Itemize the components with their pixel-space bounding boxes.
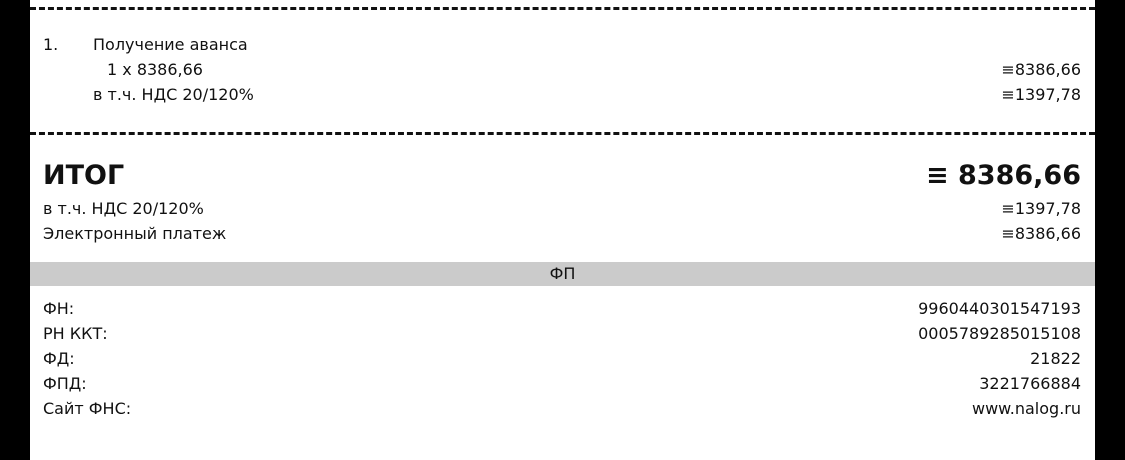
total-label: ИТОГ bbox=[43, 160, 125, 191]
fiscal-row: ФД: 21822 bbox=[43, 348, 1081, 370]
fiscal-value: 3221766884 bbox=[979, 374, 1081, 393]
fiscal-row: ФПД: 3221766884 bbox=[43, 373, 1081, 395]
fiscal-label: РН ККТ: bbox=[43, 324, 108, 343]
item-amount: ≡8386,66 bbox=[1001, 60, 1081, 79]
item-vat-label: в т.ч. НДС 20/120% bbox=[93, 85, 254, 104]
receipt-paper: 1. Получение аванса 1 x 8386,66 ≡8386,66… bbox=[30, 0, 1095, 460]
item-qty-price: 1 x 8386,66 bbox=[107, 60, 203, 79]
fiscal-value: 9960440301547193 bbox=[918, 299, 1081, 318]
fiscal-row: РН ККТ: 0005789285015108 bbox=[43, 323, 1081, 345]
total-vat-amount: ≡1397,78 bbox=[1001, 199, 1081, 218]
fiscal-label: ФПД: bbox=[43, 374, 87, 393]
fiscal-row: Сайт ФНС: www.nalog.ru bbox=[43, 398, 1081, 420]
fiscal-label: ФД: bbox=[43, 349, 75, 368]
fp-section-header: ФП bbox=[30, 262, 1095, 286]
item-number: 1. bbox=[43, 35, 59, 54]
fiscal-label: ФН: bbox=[43, 299, 75, 318]
fiscal-value: 21822 bbox=[1030, 349, 1081, 368]
fiscal-value: 0005789285015108 bbox=[918, 324, 1081, 343]
total-vat-label: в т.ч. НДС 20/120% bbox=[43, 199, 204, 218]
dashed-separator-top bbox=[30, 7, 1095, 10]
fiscal-label: Сайт ФНС: bbox=[43, 399, 132, 418]
payment-label: Электронный платеж bbox=[43, 224, 227, 243]
fiscal-value-link: www.nalog.ru bbox=[971, 399, 1081, 418]
item-vat-amount: ≡1397,78 bbox=[1001, 85, 1081, 104]
dashed-separator-middle bbox=[30, 132, 1095, 135]
payment-amount: ≡8386,66 bbox=[1001, 224, 1081, 243]
total-value: ≡ 8386,66 bbox=[926, 160, 1081, 191]
item-name: Получение аванса bbox=[93, 35, 248, 54]
fiscal-row: ФН: 9960440301547193 bbox=[43, 298, 1081, 320]
